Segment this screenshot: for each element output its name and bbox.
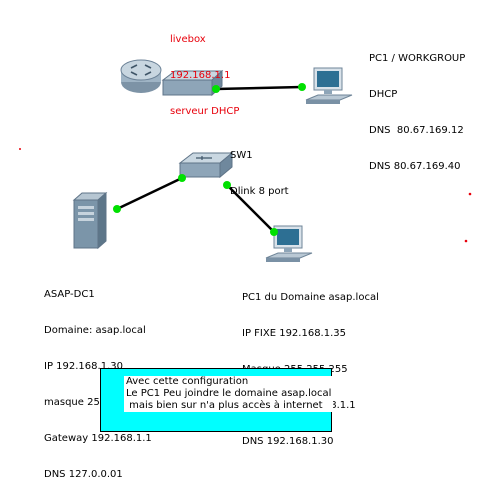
server-dns: DNS 127.0.0.01 [44,469,123,480]
network-diagram-canvas [19,59,472,262]
note-line: Le PC1 Peu joindre le domaine asap.local [126,388,332,399]
red-dot [464,239,468,243]
server-icon[interactable] [72,191,108,250]
router-icon[interactable] [120,59,162,93]
switch-name: SW1 [230,150,253,161]
server-ip: IP 192.168.1.30 [44,361,123,372]
pc-domain-ip: IP FIXE 192.168.1.35 [242,328,347,339]
pc-domain-name: PC1 du Domaine asap.local [242,292,379,303]
switch-sw1-icon[interactable] [178,151,234,179]
pc-workgroup-mode: DHCP [369,89,398,100]
livebox-ip: 192.168.1.1 [170,70,231,81]
link-endpoint [212,85,220,93]
link-endpoint [298,83,306,91]
switch-label: SW1 Dlink 8 port [230,126,289,210]
link-endpoint [270,228,278,236]
note-line: mais bien sur n'a plus accès à internet [126,400,323,411]
pc-workgroup-label: PC1 / WORKGROUP DHCP DNS 80.67.169.12 DN… [369,29,465,185]
pc-workgroup-icon[interactable] [305,67,353,104]
red-dot [468,192,472,196]
note-line: Avec cette configuration [126,376,249,387]
configuration-note: Avec cette configuration Le PC1 Peu join… [100,368,334,432]
switch-model: Dlink 8 port [230,186,289,197]
server-name: ASAP-DC1 [44,289,95,300]
livebox-role: serveur DHCP [170,106,240,117]
configuration-note-text: Avec cette configuration Le PC1 Peu join… [124,376,334,412]
link-livebox-pc1 [215,85,303,91]
pc-domain-icon[interactable] [265,225,313,262]
link-endpoint [178,174,186,182]
red-dot [19,148,21,150]
pc-workgroup-name: PC1 / WORKGROUP [369,53,466,64]
livebox-switch-icon[interactable] [161,69,224,97]
pc-domain-dns: DNS 192.168.1.30 [242,436,334,447]
link-endpoint [113,205,121,213]
livebox-label: livebox 192.168.1.1 serveur DHCP [170,10,239,130]
livebox-name: livebox [170,34,206,45]
link-switch-server [116,176,183,211]
pc-workgroup-dns1: DNS 80.67.169.12 [369,125,464,136]
server-domain: Domaine: asap.local [44,325,146,336]
server-gateway: Gateway 192.168.1.1 [44,433,152,444]
pc-workgroup-dns2: DNS 80.67.169.40 [369,161,461,172]
link-switch-pc1-domain [226,184,275,233]
link-endpoint [223,181,231,189]
